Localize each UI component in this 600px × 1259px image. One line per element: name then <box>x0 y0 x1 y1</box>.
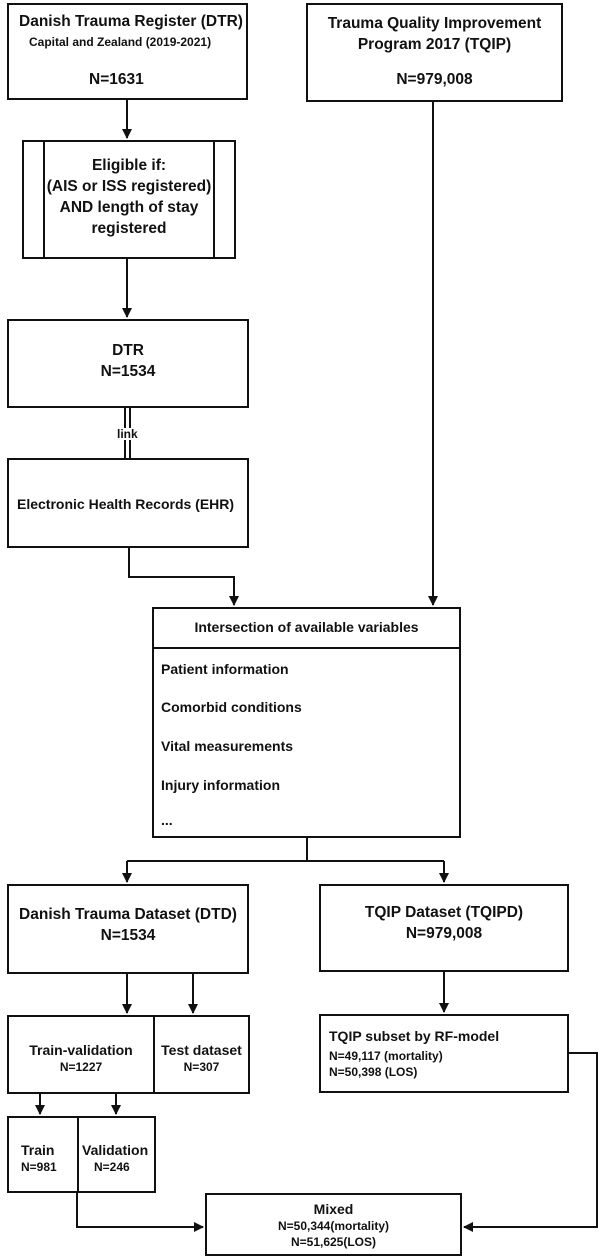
mixed-title: Mixed <box>313 1201 354 1217</box>
dtr-filtered-count: N=1534 <box>100 363 156 380</box>
intersection-title: Intersection of available variables <box>194 619 419 635</box>
variable-item: ... <box>161 812 173 828</box>
eligible-line2: (AIS or ISS registered) <box>46 178 212 195</box>
validation-title: Validation <box>82 1142 149 1158</box>
eligible-line3: AND length of stay <box>59 199 199 216</box>
mixed-box: Mixed N=50,344(mortality) N=51,625(LOS) <box>205 1193 462 1256</box>
tqip-title-line1: Trauma Quality Improvement <box>327 15 542 32</box>
eligible-box: Eligible if: (AIS or ISS registered) AND… <box>22 140 236 259</box>
dtd-box: Danish Trauma Dataset (DTD) N=1534 <box>7 884 249 974</box>
test-dataset-box: Test dataset N=307 <box>153 1015 250 1094</box>
tqip-subset-mortality: N=49,117 (mortality) <box>329 1049 443 1063</box>
test-dataset-title: Test dataset <box>161 1042 242 1058</box>
variable-item: Comorbid conditions <box>161 699 302 715</box>
tqip-box: Trauma Quality Improvement Program 2017 … <box>306 3 563 102</box>
tqip-subset-box: TQIP subset by RF-model N=49,117 (mortal… <box>319 1014 569 1093</box>
dtr-subtitle: Capital and Zealand (2019-2021) <box>29 35 212 49</box>
arrow-subset-to-mixed <box>463 1052 598 1232</box>
intersection-box: Intersection of available variables Pati… <box>152 607 461 838</box>
train-validation-count: N=1227 <box>59 1060 103 1074</box>
dtd-count: N=1534 <box>100 927 156 944</box>
ehr-box: Electronic Health Records (EHR) <box>7 458 249 548</box>
eligible-right-bar <box>213 142 215 257</box>
ehr-title: Electronic Health Records (EHR) <box>17 496 235 512</box>
eligible-line1: Eligible if: <box>91 157 167 174</box>
tqipd-title: TQIP Dataset (TQIPD) <box>364 904 524 921</box>
mixed-los: N=51,625(LOS) <box>290 1235 377 1249</box>
tqipd-box: TQIP Dataset (TQIPD) N=979,008 <box>319 884 569 972</box>
arrow-ehr-to-intersection <box>128 548 239 606</box>
link-label: link <box>117 427 138 441</box>
validation-count: N=246 <box>94 1160 130 1174</box>
train-count: N=981 <box>21 1160 57 1174</box>
eligible-line4: registered <box>91 220 167 237</box>
arrow-train-to-mixed <box>76 1193 204 1232</box>
dtr-title: Danish Trauma Register (DTR) <box>19 13 243 30</box>
eligible-left-bar <box>43 142 45 257</box>
dtd-title: Danish Trauma Dataset (DTD) <box>19 906 237 923</box>
train-validation-box: Train-validation N=1227 <box>7 1015 155 1094</box>
train-title: Train <box>21 1142 55 1158</box>
validation-box: Validation N=246 <box>77 1116 156 1193</box>
dtr-box: Danish Trauma Register (DTR) Capital and… <box>7 3 248 100</box>
dtr-count: N=1631 <box>89 71 144 88</box>
tqip-subset-los: N=50,398 (LOS) <box>329 1065 418 1079</box>
intersection-header-divider <box>154 647 459 649</box>
dtr-filtered-box: DTR N=1534 <box>7 319 249 408</box>
test-dataset-count: N=307 <box>183 1060 220 1074</box>
train-validation-title: Train-validation <box>29 1042 133 1058</box>
dtr-filtered-title: DTR <box>112 342 144 359</box>
variable-item: Patient information <box>161 661 289 677</box>
variable-item: Injury information <box>161 777 280 793</box>
mixed-mortality: N=50,344(mortality) <box>277 1219 390 1233</box>
train-box: Train N=981 <box>7 1116 79 1193</box>
tqip-count: N=979,008 <box>396 71 473 88</box>
tqipd-count: N=979,008 <box>405 925 483 942</box>
tqip-title-line2: Program 2017 (TQIP) <box>357 36 512 53</box>
tqip-subset-title: TQIP subset by RF-model <box>329 1028 500 1044</box>
variable-item: Vital measurements <box>161 738 294 754</box>
